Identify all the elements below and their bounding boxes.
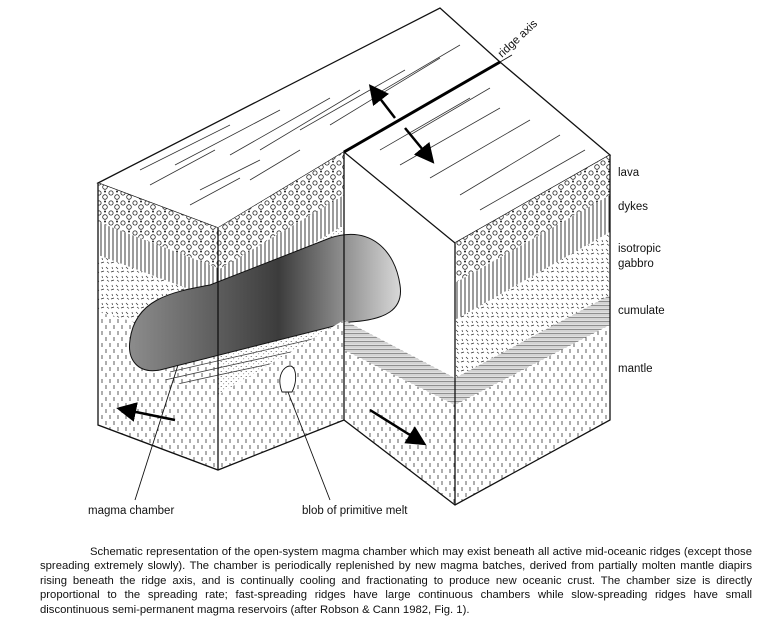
- leader-lines: [134, 54, 513, 501]
- label-isotropic: isotropic: [618, 243, 661, 255]
- label-ridge-axis: ridge axis: [496, 18, 540, 61]
- magma-chamber-shape: [129, 234, 402, 372]
- label-magma-chamber: magma chamber: [88, 505, 174, 517]
- figure-caption: Schematic representation of the open-sys…: [40, 546, 752, 616]
- arrow-left-mantle: [116, 402, 176, 422]
- block-outlines: [97, 152, 611, 506]
- label-dykes: dykes: [618, 201, 648, 213]
- ridge-block-diagram: ridge axis lava dykes isotropic gabbro c…: [88, 7, 665, 517]
- cutaway-interior: [129, 152, 402, 395]
- primitive-melt-blob: [279, 365, 297, 393]
- right-front-face: [455, 155, 610, 505]
- arrow-ridge-lower: [404, 127, 435, 164]
- label-mantle: mantle: [618, 363, 653, 375]
- label-lava: lava: [618, 167, 640, 179]
- label-blob-of-primitive-melt: blob of primitive melt: [302, 505, 408, 517]
- label-cumulate: cumulate: [618, 305, 665, 317]
- label-gabbro: gabbro: [618, 258, 654, 270]
- arrow-ridge-upper: [368, 84, 396, 119]
- sea-floor-surface: [96, 7, 612, 244]
- spreading-arrows: [116, 84, 435, 446]
- ridge-axis-line: [343, 60, 501, 154]
- arrow-right-mantle: [369, 408, 427, 446]
